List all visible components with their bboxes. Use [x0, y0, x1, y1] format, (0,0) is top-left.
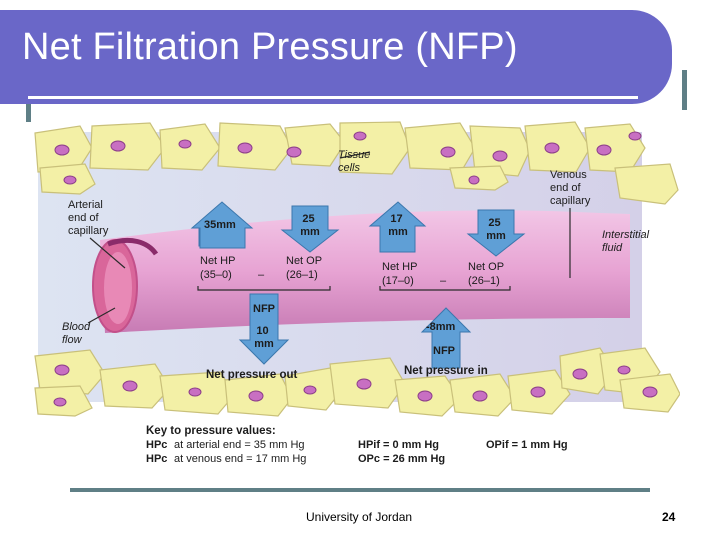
key-hpc-arterial-symbol: HPc: [146, 439, 167, 451]
frame-bottom-line: [70, 488, 650, 492]
arrow-25mm-right-down: [466, 209, 526, 257]
key-hpc-arterial-text: at arterial end = 35 mm Hg: [174, 439, 305, 451]
net-op-left-label: Net OP (26–1): [286, 255, 325, 281]
title-banner: [0, 10, 672, 104]
capillary-rim: [107, 237, 159, 256]
bracket-left: [197, 286, 331, 291]
arrow-17mm-label: 17 mm: [388, 213, 408, 238]
key-opif: OPif = 1 mm Hg: [486, 439, 568, 451]
frame-left-line: [26, 100, 31, 122]
page-title: Net Filtration Pressure (NFP): [22, 26, 518, 68]
nfp-left-label: NFP: [253, 303, 275, 315]
capillary-lumen: [104, 252, 132, 324]
title-underline: [28, 96, 638, 99]
minus-right: –: [440, 275, 447, 287]
frame-right-line: [682, 70, 687, 110]
bottom-cell-nuclei: [53, 364, 658, 407]
interstitial-fluid-label: Interstitial fluid: [602, 229, 652, 254]
arterial-end-label: Arterial end of capillary: [68, 199, 109, 237]
nfp-right-value: -8mm: [426, 321, 456, 333]
venous-end-label: Venous end of capillary: [550, 169, 591, 207]
capillary-diagram: Tissue cells Arterial end of capillary V…: [34, 121, 680, 465]
blood-flow-label: Blood flow: [62, 321, 93, 346]
pointer-arterial: [89, 237, 126, 269]
footer-institution: University of Jordan: [306, 510, 413, 524]
arrow-nfp-in: [420, 307, 472, 369]
key-hpif: HPif = 0 mm Hg: [358, 439, 439, 451]
page-number: 24: [662, 510, 676, 524]
top-cell-nuclei: [54, 131, 642, 185]
arrow-25mm-left-down: [280, 205, 340, 253]
arrow-nfp-out: [238, 293, 290, 365]
nfp-right-label: NFP: [433, 345, 455, 357]
arrow-35mm-label: 35mm: [204, 219, 236, 231]
key-hpc-venous-text: at venous end = 17 mm Hg: [174, 453, 306, 465]
bracket-right: [379, 286, 511, 291]
pointer-tissue-cells: [339, 151, 371, 159]
pointer-blood-flow: [87, 307, 116, 324]
minus-left: –: [258, 269, 265, 281]
key-title: Key to pressure values:: [146, 425, 276, 437]
key-hpc-venous-symbol: HPc: [146, 453, 167, 465]
key-opc: OPc = 26 mm Hg: [358, 453, 445, 465]
net-pressure-out-label: Net pressure out: [206, 369, 298, 381]
arrow-25mm-right-label: 25 mm: [486, 217, 506, 242]
arrow-17mm-up: [368, 201, 427, 253]
net-hp-right-label: Net HP (17–0): [382, 261, 420, 287]
net-pressure-in-label: Net pressure in: [404, 365, 488, 377]
net-hp-left-label: Net HP (35–0): [200, 255, 238, 281]
net-op-right-label: Net OP (26–1): [468, 261, 507, 287]
nfp-left-value: 10 mm: [254, 325, 274, 350]
arrow-25mm-left-label: 25 mm: [300, 213, 320, 238]
arrow-35mm-up-fix: [190, 201, 254, 249]
tissue-cells-label: Tissue cells: [338, 149, 373, 174]
